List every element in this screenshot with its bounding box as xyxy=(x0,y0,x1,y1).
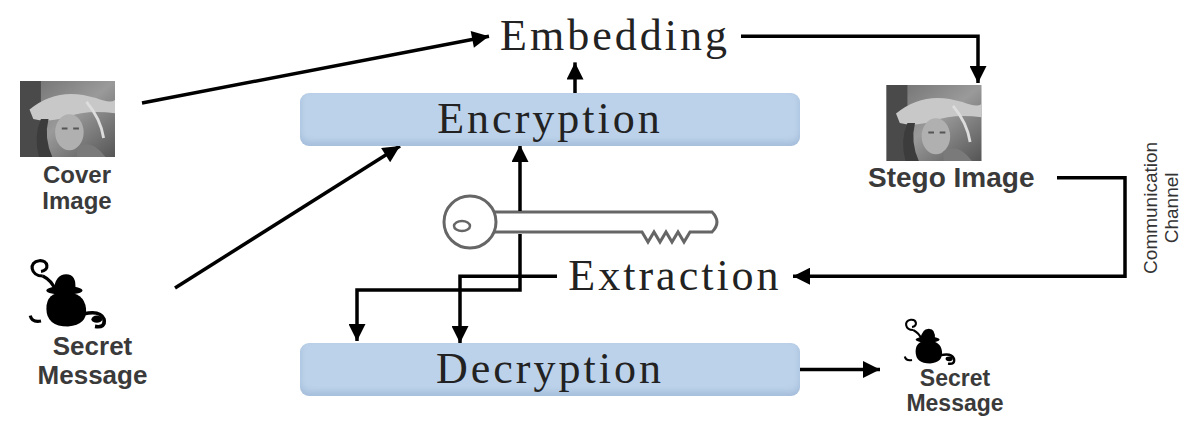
flow-arrow xyxy=(800,368,880,372)
process-label: Embedding xyxy=(489,10,741,62)
secret-message: Secret Message xyxy=(880,316,1030,417)
node-text: Secret Message xyxy=(10,332,175,389)
node-text: Secret Message xyxy=(880,366,1030,417)
secret-message-icon xyxy=(30,261,104,327)
node-text: Embedding xyxy=(500,12,730,60)
channel-label: Communication Channel xyxy=(1141,133,1183,283)
flow-arrow xyxy=(460,276,557,343)
key-arrow xyxy=(518,145,522,211)
key-arrow xyxy=(357,234,520,341)
cover-image-picture xyxy=(20,81,115,157)
process-box: Encryption xyxy=(300,93,800,146)
flow-arrow xyxy=(741,36,978,83)
node-text: Stego Image xyxy=(868,163,1034,194)
key-icon xyxy=(444,196,717,248)
stego-image: Stego Image xyxy=(868,83,1057,194)
flow-arrow xyxy=(573,62,577,93)
process-box: Decryption xyxy=(300,343,800,396)
node-text: Extraction xyxy=(568,252,781,300)
node-text: Cover Image xyxy=(12,162,142,215)
process-label: Extraction xyxy=(557,250,793,302)
stego-image-picture xyxy=(887,85,982,161)
secret-message-icon xyxy=(905,320,954,364)
secret-message: Secret Message xyxy=(10,256,175,389)
node-text: Encryption xyxy=(437,95,663,143)
node-text: Decryption xyxy=(436,345,664,393)
cover-image: Cover Image xyxy=(12,78,142,215)
flow-arrow xyxy=(175,146,400,288)
